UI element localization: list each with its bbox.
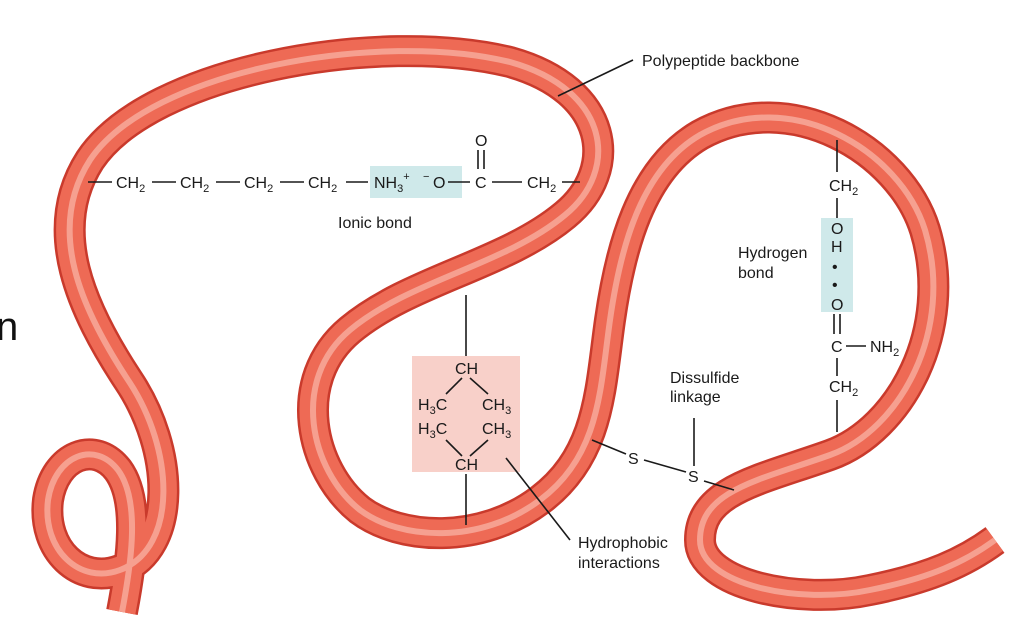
hydrophobic-label-line1: Hydrophobic <box>578 535 668 552</box>
hydrogen-bond-label-line1: Hydrogen <box>738 245 807 262</box>
carbonyl-carbon: C <box>475 175 487 192</box>
hydrophobic-leader-line <box>505 457 571 541</box>
ch2-top: CH2 <box>829 178 858 198</box>
h3c-top: H3C <box>418 397 447 417</box>
ionic-bond-label: Ionic bond <box>338 215 412 232</box>
sulfur-left: S <box>628 451 639 468</box>
sulfur-right: S <box>688 469 699 486</box>
ionic-bond-highlight <box>370 166 462 198</box>
carbonyl-oxygen: O <box>831 297 843 314</box>
ch3-top: CH3 <box>482 397 511 417</box>
hydrogen-bond-label-line2: bond <box>738 265 774 282</box>
hydrophobic-group: CH H3C CH3 H3C CH3 CH <box>418 295 511 525</box>
backbone-leader-line <box>557 59 634 97</box>
ch2-group: CH2 <box>180 175 209 195</box>
disulfide-label-line1: Dissulfide <box>670 370 739 387</box>
ch-bottom: CH <box>455 457 478 474</box>
disulfide-bridge: S S <box>591 439 735 491</box>
carbonyl-oxygen: O <box>475 133 487 150</box>
ch2-group: CH2 <box>116 175 145 195</box>
ammonium-group: NH3+ <box>374 171 410 195</box>
ch3-bottom: CH3 <box>482 421 511 441</box>
ch2-bottom: CH2 <box>829 379 858 399</box>
h3c-bottom: H3C <box>418 421 447 441</box>
hydroxyl-hydrogen: H <box>831 239 843 256</box>
carboxylate-minus: − <box>423 171 429 183</box>
ionic-chain: CH2 CH2 CH2 CH2 NH3+ − O C O CH2 <box>88 133 580 195</box>
ch2-group: CH2 <box>244 175 273 195</box>
edge-letter: n <box>0 305 18 349</box>
hydrophobic-highlight <box>412 356 520 472</box>
polypeptide-backbone <box>31 35 1005 616</box>
hbond-dot-1: • <box>832 259 838 276</box>
disulfide-label-line2: linkage <box>670 389 721 406</box>
hydrogen-bond-group: CH2 O H • • O C NH2 CH2 <box>829 140 899 432</box>
backbone-highlight <box>44 48 997 613</box>
ch-top: CH <box>455 361 478 378</box>
carboxylate-oxygen: O <box>433 175 445 192</box>
amide-carbon: C <box>831 339 843 356</box>
hbond-dot-2: • <box>832 277 838 294</box>
ch2-group: CH2 <box>308 175 337 195</box>
nh2-group: NH2 <box>870 339 899 359</box>
hydrophobic-label-line2: interactions <box>578 555 660 572</box>
backbone-label: Polypeptide backbone <box>642 53 800 70</box>
hydroxyl-oxygen: O <box>831 221 843 238</box>
ch2-group: CH2 <box>527 175 556 195</box>
hydrogen-bond-highlight <box>821 218 853 312</box>
